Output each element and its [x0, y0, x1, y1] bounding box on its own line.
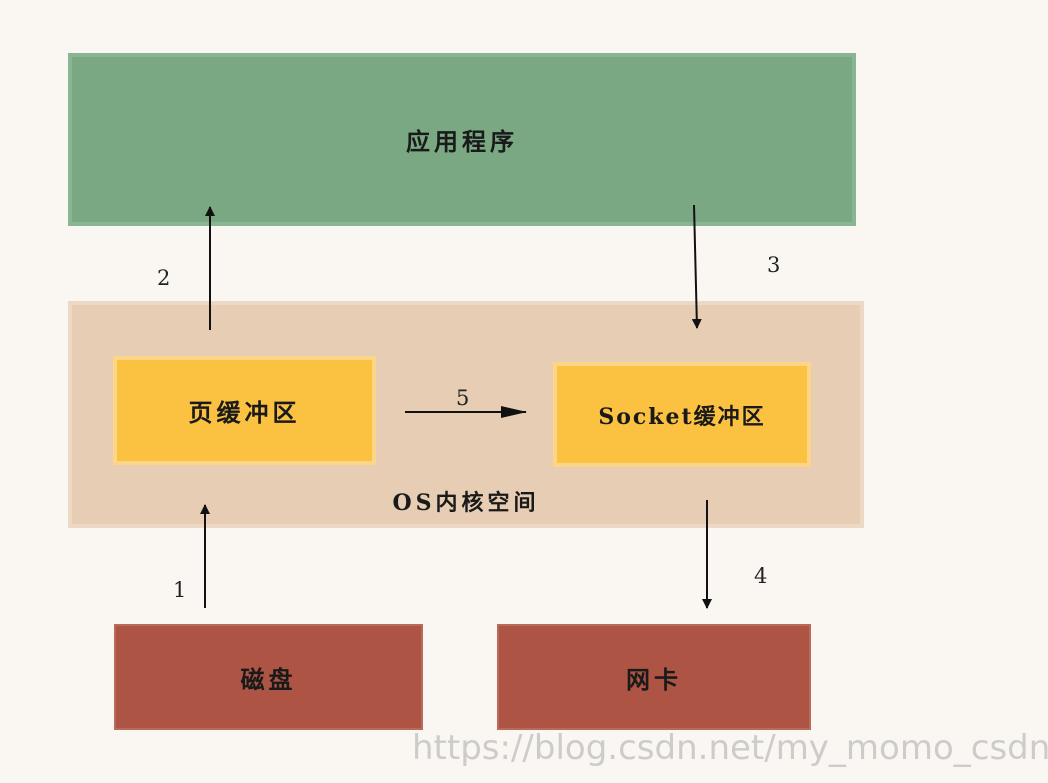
socket-buffer-label: Socket缓冲区 — [598, 403, 766, 430]
arrow-application-to-socket-buffer — [691, 204, 702, 329]
step-number-4: 4 — [754, 564, 768, 588]
step-number-5: 5 — [456, 386, 470, 410]
step-number-2: 2 — [157, 266, 171, 290]
page-buffer-label: 页缓冲区 — [188, 398, 301, 427]
kernel-space-label: OS内核空间 — [392, 490, 540, 516]
nic-label: 网卡 — [626, 664, 682, 694]
application-label: 应用程序 — [406, 127, 518, 156]
step-number-1: 1 — [173, 578, 187, 602]
disk-box: 磁盘 — [114, 624, 423, 730]
nic-box: 网卡 — [497, 624, 811, 730]
page-buffer-box: 页缓冲区 — [113, 356, 376, 465]
disk-label: 磁盘 — [240, 664, 297, 694]
step-number-3: 3 — [767, 253, 781, 277]
application-box: 应用程序 — [68, 53, 856, 226]
socket-buffer-box: Socket缓冲区 — [553, 362, 811, 467]
watermark-text: https://blog.csdn.net/my_momo_csdn — [412, 728, 1048, 768]
